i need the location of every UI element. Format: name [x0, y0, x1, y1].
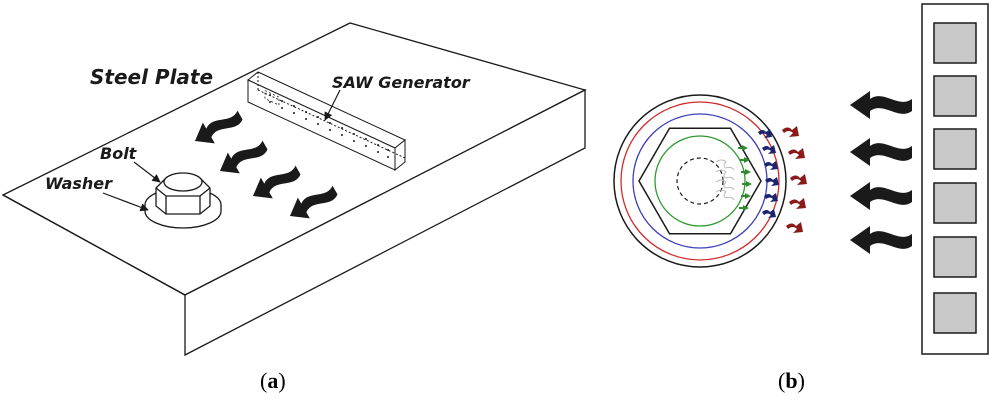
- wave-arrow-icon: [850, 226, 912, 254]
- transducer-cell: [933, 75, 977, 117]
- transducer-array: [921, 3, 989, 355]
- washer-label: Washer: [45, 174, 113, 193]
- transducer-cell: [933, 128, 977, 170]
- transducer-cell: [933, 236, 977, 278]
- bolt-label: Bolt: [100, 144, 138, 163]
- wave-reflections: [715, 159, 735, 201]
- green-arrows: [738, 145, 752, 211]
- caption-a: (a): [260, 368, 286, 393]
- wave-arrow-icon: [289, 185, 338, 219]
- panel-b: (b): [613, 3, 989, 393]
- steel-plate: [1, 22, 587, 357]
- red-ring: [620, 101, 780, 261]
- caption-b: (b): [778, 368, 805, 393]
- wave-arrow-icon: [252, 165, 301, 199]
- green-ring: [654, 135, 746, 227]
- bolt-tip: [163, 172, 203, 192]
- transducer-cell: [933, 292, 977, 334]
- bolt-assembly: [144, 172, 222, 229]
- wave-arrow-icon: [850, 91, 912, 119]
- transducer-cell: [933, 182, 977, 224]
- transducer-cell: [933, 22, 977, 64]
- saw-generator-label: SAW Generator: [332, 73, 471, 92]
- bolt-hole: [676, 157, 724, 205]
- panel-a: Steel Plate SAW Generator Bolt Washer (a…: [1, 22, 587, 393]
- wave-arrow-icon: [219, 140, 268, 174]
- wave-arrows-b: [850, 91, 912, 254]
- saw-generator: [247, 71, 406, 172]
- wave-arrow-icon: [194, 110, 243, 144]
- wave-arrows-a: [194, 110, 338, 219]
- hexagon-nut-icon: [638, 127, 762, 235]
- wave-arrow-icon: [850, 138, 912, 166]
- outer-washer-circle: [613, 94, 787, 268]
- steel-plate-label: Steel Plate: [90, 65, 213, 89]
- blue-arrows: [758, 129, 779, 218]
- wave-arrow-icon: [850, 182, 912, 210]
- red-arrows: [782, 126, 807, 233]
